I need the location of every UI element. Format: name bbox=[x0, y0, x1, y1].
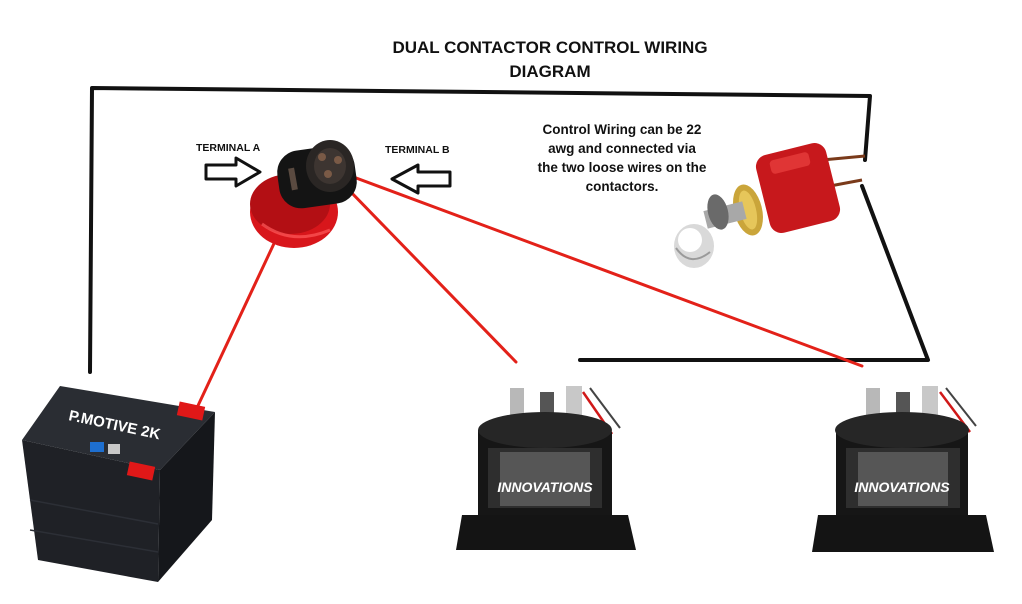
terminal-a-label: TERMINAL A bbox=[196, 142, 261, 154]
push-button-switch bbox=[674, 143, 866, 268]
terminal-b-label: TERMINAL B bbox=[385, 144, 450, 156]
title-line-1: DUAL CONTACTOR CONTROL WIRING bbox=[392, 38, 708, 57]
contactor-2: INNOVATIONS bbox=[812, 386, 994, 552]
main-disconnect-switch bbox=[250, 140, 357, 248]
title-line-2: DIAGRAM bbox=[509, 62, 591, 81]
contactor-2-brand: INNOVATIONS bbox=[854, 479, 950, 495]
note-line-2: awg and connected via bbox=[548, 141, 696, 156]
note-line-1: Control Wiring can be 22 bbox=[542, 122, 702, 137]
note-line-4: contactors. bbox=[585, 179, 659, 194]
terminal-b-arrow bbox=[390, 163, 452, 195]
battery: P.MOTIVE 2K bbox=[22, 386, 215, 582]
black-control-wire bbox=[88, 86, 930, 374]
contactor-1: INNOVATIONS bbox=[456, 386, 636, 550]
diagram-title: DUAL CONTACTOR CONTROL WIRING DIAGRAM bbox=[330, 36, 770, 84]
terminal-a-arrow bbox=[204, 156, 262, 188]
red-power-wire bbox=[193, 170, 864, 414]
note-line-3: the two loose wires on the bbox=[537, 160, 707, 175]
contactor-1-brand: INNOVATIONS bbox=[497, 479, 593, 495]
wiring-note: Control Wiring can be 22 awg and connect… bbox=[512, 120, 732, 196]
